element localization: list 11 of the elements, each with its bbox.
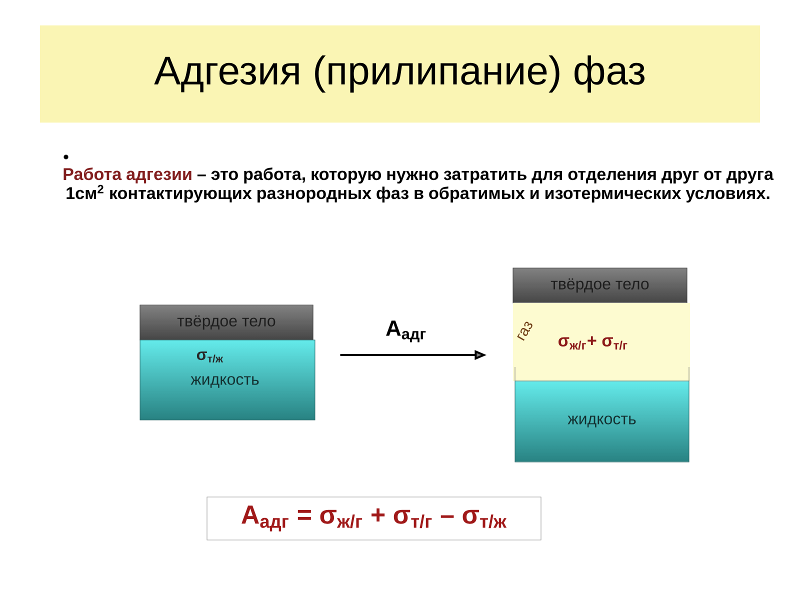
liquid-layer: жидкость (514, 380, 690, 462)
solid-layer: твёрдое тело (512, 268, 688, 304)
formula-box: A$_{адг}$ = σ$_{ж/г}$ + σ$_{т/г}$ – σ$_{т/ж}$ (206, 496, 542, 540)
label: Работа адгезии (64, 167, 192, 184)
bullet-text: Работа адгезии – это работа, которую нужно затратить для отделения друг от друга 1см$^{2}$ контактирующих разнородных фаз в обратимых и изотермических условиях. (64, 167, 774, 203)
label: – это работа, которую нужно затратить для отделения друг от друга (197, 167, 774, 184)
solid-layer: твёрдое тело (140, 304, 314, 340)
label: 1см$^{2}$ контактирующих разнородных фаз в обратимых и изотермических условиях. (66, 184, 770, 203)
gas-layer: газ σ$_{ж/г}$+ σ$_{т/г}$ (512, 303, 690, 381)
edge-label: A$_{адг}$ (386, 320, 426, 342)
title-band: Адгезия (прилипание) фаз (40, 25, 760, 123)
